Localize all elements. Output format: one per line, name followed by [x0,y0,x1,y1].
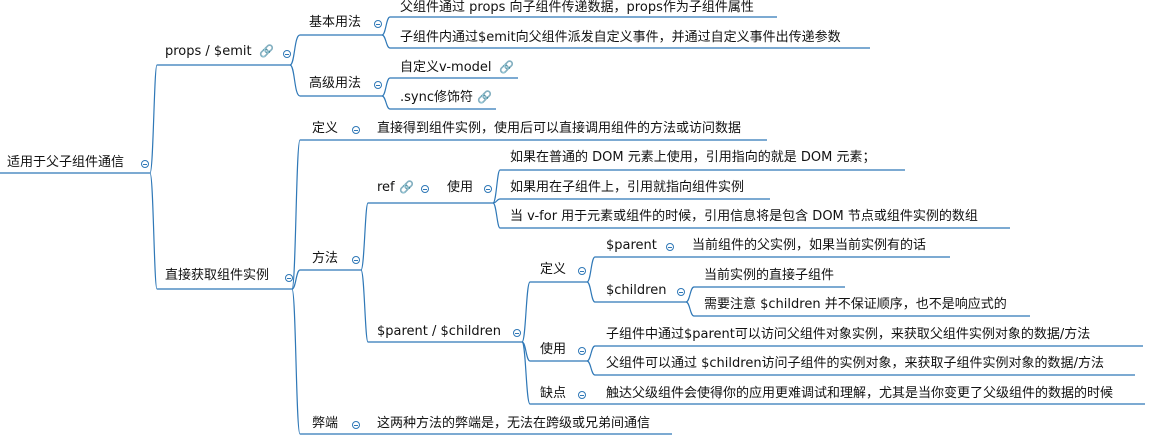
connector-line [381,77,391,97]
link-icon[interactable]: 🔗 [499,60,514,74]
leaf-emit-up[interactable]: 子组件内通过$emit向父组件派发自定义事件，并通过自定义事件出传递参数 [400,30,841,45]
leaf-custom-vmodel[interactable]: 自定义v-model [400,60,492,75]
connector-line [586,281,596,303]
connector-line [289,34,301,66]
leaf-usage-parent[interactable]: 子组件中通过$parent可以访问父组件对象实例，来获取父组件实例对象的数据/方… [606,327,1091,342]
connector-line [492,202,501,229]
node-drawback[interactable]: 弊端 [312,416,339,431]
leaf-parent-text[interactable]: 当前组件的父实例，如果当前实例有的话 [692,238,927,253]
collapse-toggle-icon[interactable] [513,329,521,337]
collapse-toggle-icon[interactable] [677,288,685,296]
collapse-toggle-icon[interactable] [578,267,586,275]
node-pc-definition[interactable]: 定义 [540,262,567,277]
node-definition[interactable]: 定义 [312,121,339,136]
leaf-sync-modifier[interactable]: .sync修饰符 [400,90,473,105]
leaf-props-down[interactable]: 父组件通过 props 向子组件传递数据，props作为子组件属性 [400,0,754,15]
connector-line [586,345,596,362]
connector-line [149,64,158,174]
leaf-definition-text[interactable]: 直接得到组件实例，使用后可以直接调用组件的方法或访问数据 [377,121,742,136]
connector-line [685,301,695,317]
connector-line [521,281,531,343]
collapse-toggle-icon[interactable] [141,160,149,168]
connector-line [586,360,596,376]
collapse-toggle-icon[interactable] [421,185,429,193]
connector-line [381,34,391,49]
collapse-toggle-icon[interactable] [666,243,674,251]
connector-line [492,169,501,204]
connector-line [291,269,301,290]
leaf-ref-component[interactable]: 如果用在子组件上，引用就指向组件实例 [510,180,745,195]
leaf-children-order[interactable]: 需要注意 $children 并不保证顺序，也不是响应式的 [704,297,1007,312]
connector-line [381,16,391,36]
connector-line [586,256,596,283]
link-icon[interactable]: 🔗 [399,180,414,194]
collapse-toggle-icon[interactable] [285,274,293,282]
node-ref[interactable]: ref [377,180,395,195]
collapse-toggle-icon[interactable] [352,126,360,134]
node-parent[interactable]: $parent [606,238,657,253]
connector-line [521,341,531,405]
collapse-toggle-icon[interactable] [578,391,586,399]
node-direct-instance[interactable]: 直接获取组件实例 [165,268,270,283]
link-icon[interactable]: 🔗 [259,44,274,58]
leaf-ref-dom[interactable]: 如果在普通的 DOM 元素上使用，引用指向的就是 DOM 元素； [510,150,876,165]
connector-line [381,95,391,110]
node-method[interactable]: 方法 [312,251,339,266]
node-children[interactable]: $children [606,283,667,298]
leaf-drawback-text[interactable]: 这两种方法的弊端是，无法在跨级或兄弟间通信 [377,416,651,431]
node-basic-usage[interactable]: 基本用法 [309,15,362,30]
collapse-toggle-icon[interactable] [352,421,360,429]
connector-line [360,202,369,271]
collapse-toggle-icon[interactable] [374,81,382,89]
node-ref-usage[interactable]: 使用 [447,180,474,195]
node-parent-children[interactable]: $parent / $children [377,324,501,339]
connector-line [291,288,301,435]
connector-line [360,269,369,343]
collapse-toggle-icon[interactable] [283,50,291,58]
link-icon[interactable]: 🔗 [477,90,492,104]
leaf-pc-drawback-text[interactable]: 触达父级组件会使得你的应用更难调试和理解，尤其是当你变更了父级组件的数据的时候 [606,386,1114,401]
connector-line [291,139,301,290]
node-advanced-usage[interactable]: 高级用法 [309,76,362,91]
connector-line [149,172,158,290]
leaf-children-direct[interactable]: 当前实例的直接子组件 [704,268,835,283]
connector-line [685,286,695,303]
leaf-ref-vfor[interactable]: 当 v-for 用于元素或组件的时候，引用信息将是包含 DOM 节点或组件实例的… [510,209,978,224]
leaf-usage-children[interactable]: 父组件可以通过 $children访问子组件的实例对象，来获取子组件实例对象的数… [606,356,1104,371]
node-pc-drawback[interactable]: 缺点 [540,386,567,401]
collapse-toggle-icon[interactable] [352,256,360,264]
collapse-toggle-icon[interactable] [374,20,382,28]
root-node[interactable]: 适用于父子组件通信 [7,155,125,170]
node-props-emit[interactable]: props / $emit [165,44,252,59]
node-pc-usage[interactable]: 使用 [540,342,567,357]
connector-line [289,64,301,97]
collapse-toggle-icon[interactable] [484,185,492,193]
collapse-toggle-icon[interactable] [578,347,586,355]
